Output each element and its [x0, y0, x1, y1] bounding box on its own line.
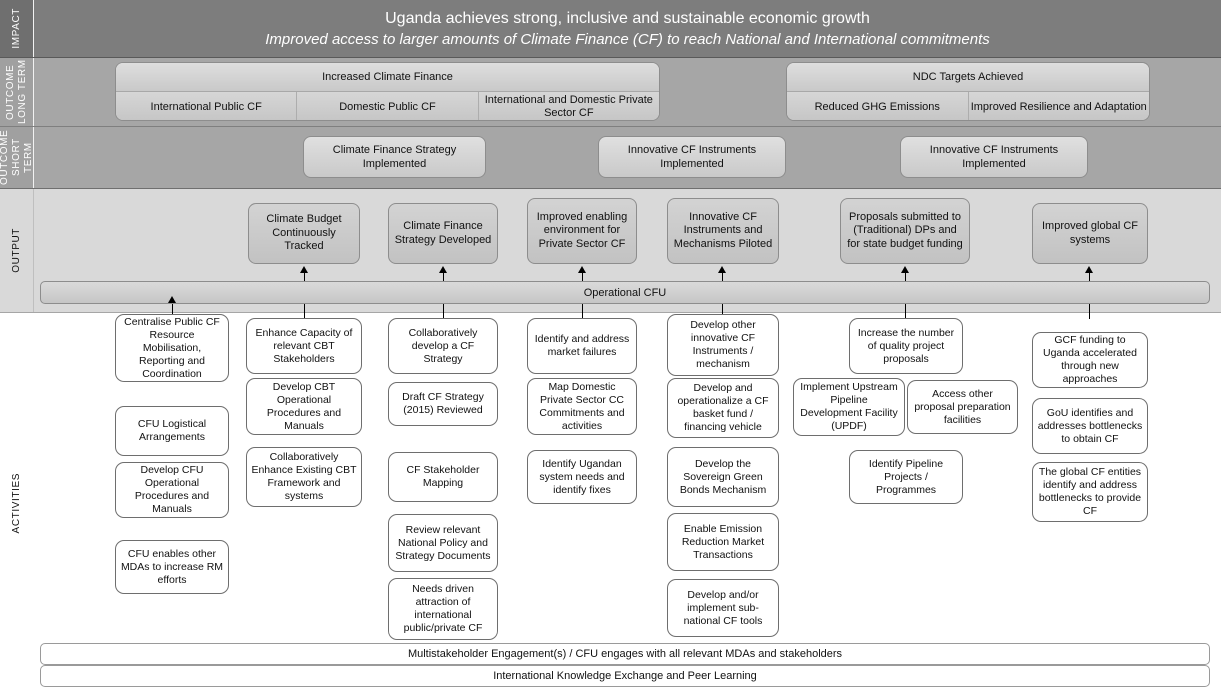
activity-identify-address-market-failures[interactable]: Identify and address market failures: [527, 318, 637, 374]
outcome-st-climate-finance-strategy-implemented[interactable]: Climate Finance Strategy Implemented: [303, 136, 486, 178]
activity-gcf-funding-uganda-accelerated[interactable]: GCF funding to Uganda accelerated throug…: [1032, 332, 1148, 388]
outcome-lt-sub-improved-resilience-adaptation[interactable]: Improved Resilience and Adaptation: [968, 92, 1149, 120]
band-label-output: OUTPUT: [0, 189, 34, 312]
band-label-outcome-long-term-text: OUTCOME LONG TERM: [4, 59, 28, 125]
activity-increase-number-quality-project-proposals[interactable]: Increase the number of quality project p…: [849, 318, 963, 374]
activity-needs-driven-attraction-international-cf[interactable]: Needs driven attraction of international…: [388, 578, 498, 640]
connector-line-activity-col-7: [1089, 292, 1090, 319]
activity-draft-cf-strategy-2015-reviewed[interactable]: Draft CF Strategy (2015) Reviewed: [388, 382, 498, 426]
activity-develop-operationalize-cf-basket-fund[interactable]: Develop and operationalize a CF basket f…: [667, 378, 779, 438]
activity-develop-cfu-operational-procedures-manuals[interactable]: Develop CFU Operational Procedures and M…: [115, 462, 229, 518]
outcome-lt-group-ndc-targets-achieved[interactable]: NDC Targets Achieved Reduced GHG Emissio…: [786, 62, 1150, 121]
activity-access-other-proposal-preparation-facilities[interactable]: Access other proposal preparation facili…: [907, 380, 1018, 434]
connector-line-activity-col-6: [905, 292, 906, 319]
connector-line-activity-col-2: [304, 292, 305, 319]
output-improved-enabling-environment-private-sector-cf[interactable]: Improved enabling environment for Privat…: [527, 198, 637, 264]
output-innovative-cf-instruments-mechanisms-piloted[interactable]: Innovative CF Instruments and Mechanisms…: [667, 198, 779, 264]
output-climate-finance-strategy-developed[interactable]: Climate Finance Strategy Developed: [388, 203, 498, 264]
activity-enable-emission-reduction-market-transactions[interactable]: Enable Emission Reduction Market Transac…: [667, 513, 779, 571]
activity-cf-stakeholder-mapping[interactable]: CF Stakeholder Mapping: [388, 452, 498, 502]
activity-cfu-enables-other-mdas-increase-rm[interactable]: CFU enables other MDAs to increase RM ef…: [115, 540, 229, 594]
connector-arrow-output-2: [439, 266, 447, 273]
band-label-activities: ACTIVITIES: [0, 313, 34, 693]
outcome-st-innovative-cf-instruments-implemented-1[interactable]: Innovative CF Instruments Implemented: [598, 136, 786, 178]
connector-arrow-activity-col-1: [168, 296, 176, 303]
activity-gou-identifies-addresses-bottlenecks[interactable]: GoU identifies and addresses bottlenecks…: [1032, 398, 1148, 454]
operational-cfu-bar[interactable]: Operational CFU: [40, 281, 1210, 304]
outcome-lt-sub-international-public-cf[interactable]: International Public CF: [116, 92, 298, 120]
activity-identify-ugandan-system-needs-fixes[interactable]: Identify Ugandan system needs and identi…: [527, 450, 637, 504]
activity-review-relevant-national-policy-strategy-documents[interactable]: Review relevant National Policy and Stra…: [388, 514, 498, 572]
outcome-lt-title-1: NDC Targets Achieved: [787, 63, 1149, 92]
activity-map-domestic-private-sector-cc-commitments[interactable]: Map Domestic Private Sector CC Commitmen…: [527, 378, 637, 435]
connector-arrow-output-3: [578, 266, 586, 273]
impact-statement: Uganda achieves strong, inclusive and su…: [34, 0, 1221, 58]
outcome-lt-sub-reduced-ghg-emissions[interactable]: Reduced GHG Emissions: [787, 92, 969, 120]
connector-arrow-output-6: [1085, 266, 1093, 273]
activity-develop-cbt-operational-procedures-manuals[interactable]: Develop CBT Operational Procedures and M…: [246, 378, 362, 435]
activity-collaboratively-develop-cf-strategy[interactable]: Collaboratively develop a CF Strategy: [388, 318, 498, 374]
connector-arrow-output-1: [300, 266, 308, 273]
connector-line-activity-col-4: [582, 292, 583, 319]
outcome-lt-group-increased-climate-finance[interactable]: Increased Climate Finance International …: [115, 62, 660, 121]
band-label-outcome-long-term: OUTCOME LONG TERM: [0, 58, 34, 126]
activity-collaboratively-enhance-existing-cbt-framework[interactable]: Collaboratively Enhance Existing CBT Fra…: [246, 447, 362, 507]
activity-centralise-public-cf-resource-mobilisation[interactable]: Centralise Public CF Resource Mobilisati…: [115, 314, 229, 382]
connector-arrow-output-4: [718, 266, 726, 273]
activity-develop-other-innovative-cf-instruments[interactable]: Develop other innovative CF Instruments …: [667, 314, 779, 376]
band-label-outcome-short-term: OUTCOME SHORT TERM: [0, 127, 34, 188]
output-improved-global-cf-systems[interactable]: Improved global CF systems: [1032, 203, 1148, 264]
outcome-lt-sub-domestic-public-cf[interactable]: Domestic Public CF: [297, 92, 479, 120]
outcome-lt-title-0: Increased Climate Finance: [116, 63, 659, 92]
outcome-lt-subrow-0: International Public CF Domestic Public …: [116, 92, 659, 120]
band-label-output-text: OUTPUT: [10, 228, 22, 273]
impact-goal-line: Uganda achieves strong, inclusive and su…: [385, 10, 870, 27]
band-label-activities-text: ACTIVITIES: [11, 472, 22, 534]
output-climate-budget-continuously-tracked[interactable]: Climate Budget Continuously Tracked: [248, 203, 360, 264]
connector-line-activity-col-5: [722, 292, 723, 319]
connector-line-activity-col-3: [443, 292, 444, 319]
activity-enhance-capacity-relevant-cbt-stakeholders[interactable]: Enhance Capacity of relevant CBT Stakeho…: [246, 318, 362, 374]
activity-implement-upstream-pipeline-development-facility[interactable]: Implement Upstream Pipeline Development …: [793, 378, 905, 436]
activity-develop-sovereign-green-bonds-mechanism[interactable]: Develop the Sovereign Green Bonds Mechan…: [667, 447, 779, 507]
connector-arrow-output-5: [901, 266, 909, 273]
bottom-bar-multistakeholder-engagement[interactable]: Multistakeholder Engagement(s) / CFU eng…: [40, 643, 1210, 665]
activity-develop-implement-subnational-cf-tools[interactable]: Develop and/or implement sub-national CF…: [667, 579, 779, 637]
bottom-bar-international-knowledge-exchange[interactable]: International Knowledge Exchange and Pee…: [40, 665, 1210, 687]
band-label-impact-text: IMPACT: [10, 8, 22, 49]
outcome-lt-subrow-1: Reduced GHG Emissions Improved Resilienc…: [787, 92, 1149, 120]
activity-global-cf-entities-identify-address-bottlenecks[interactable]: The global CF entities identify and addr…: [1032, 462, 1148, 522]
impact-subgoal-line: Improved access to larger amounts of Cli…: [265, 31, 990, 48]
connector-line-activity-col-1: [172, 303, 173, 319]
activity-identify-pipeline-projects-programmes[interactable]: Identify Pipeline Projects / Programmes: [849, 450, 963, 504]
activity-cfu-logistical-arrangements[interactable]: CFU Logistical Arrangements: [115, 406, 229, 456]
band-label-outcome-short-term-text: OUTCOME SHORT TERM: [0, 129, 34, 186]
output-proposals-submitted-dps-state-budget[interactable]: Proposals submitted to (Traditional) DPs…: [840, 198, 970, 264]
outcome-st-innovative-cf-instruments-implemented-2[interactable]: Innovative CF Instruments Implemented: [900, 136, 1088, 178]
band-label-impact: IMPACT: [0, 0, 34, 57]
outcome-lt-sub-intl-domestic-private-sector-cf[interactable]: International and Domestic Private Secto…: [478, 92, 659, 120]
band-impact: IMPACT: [0, 0, 1221, 58]
